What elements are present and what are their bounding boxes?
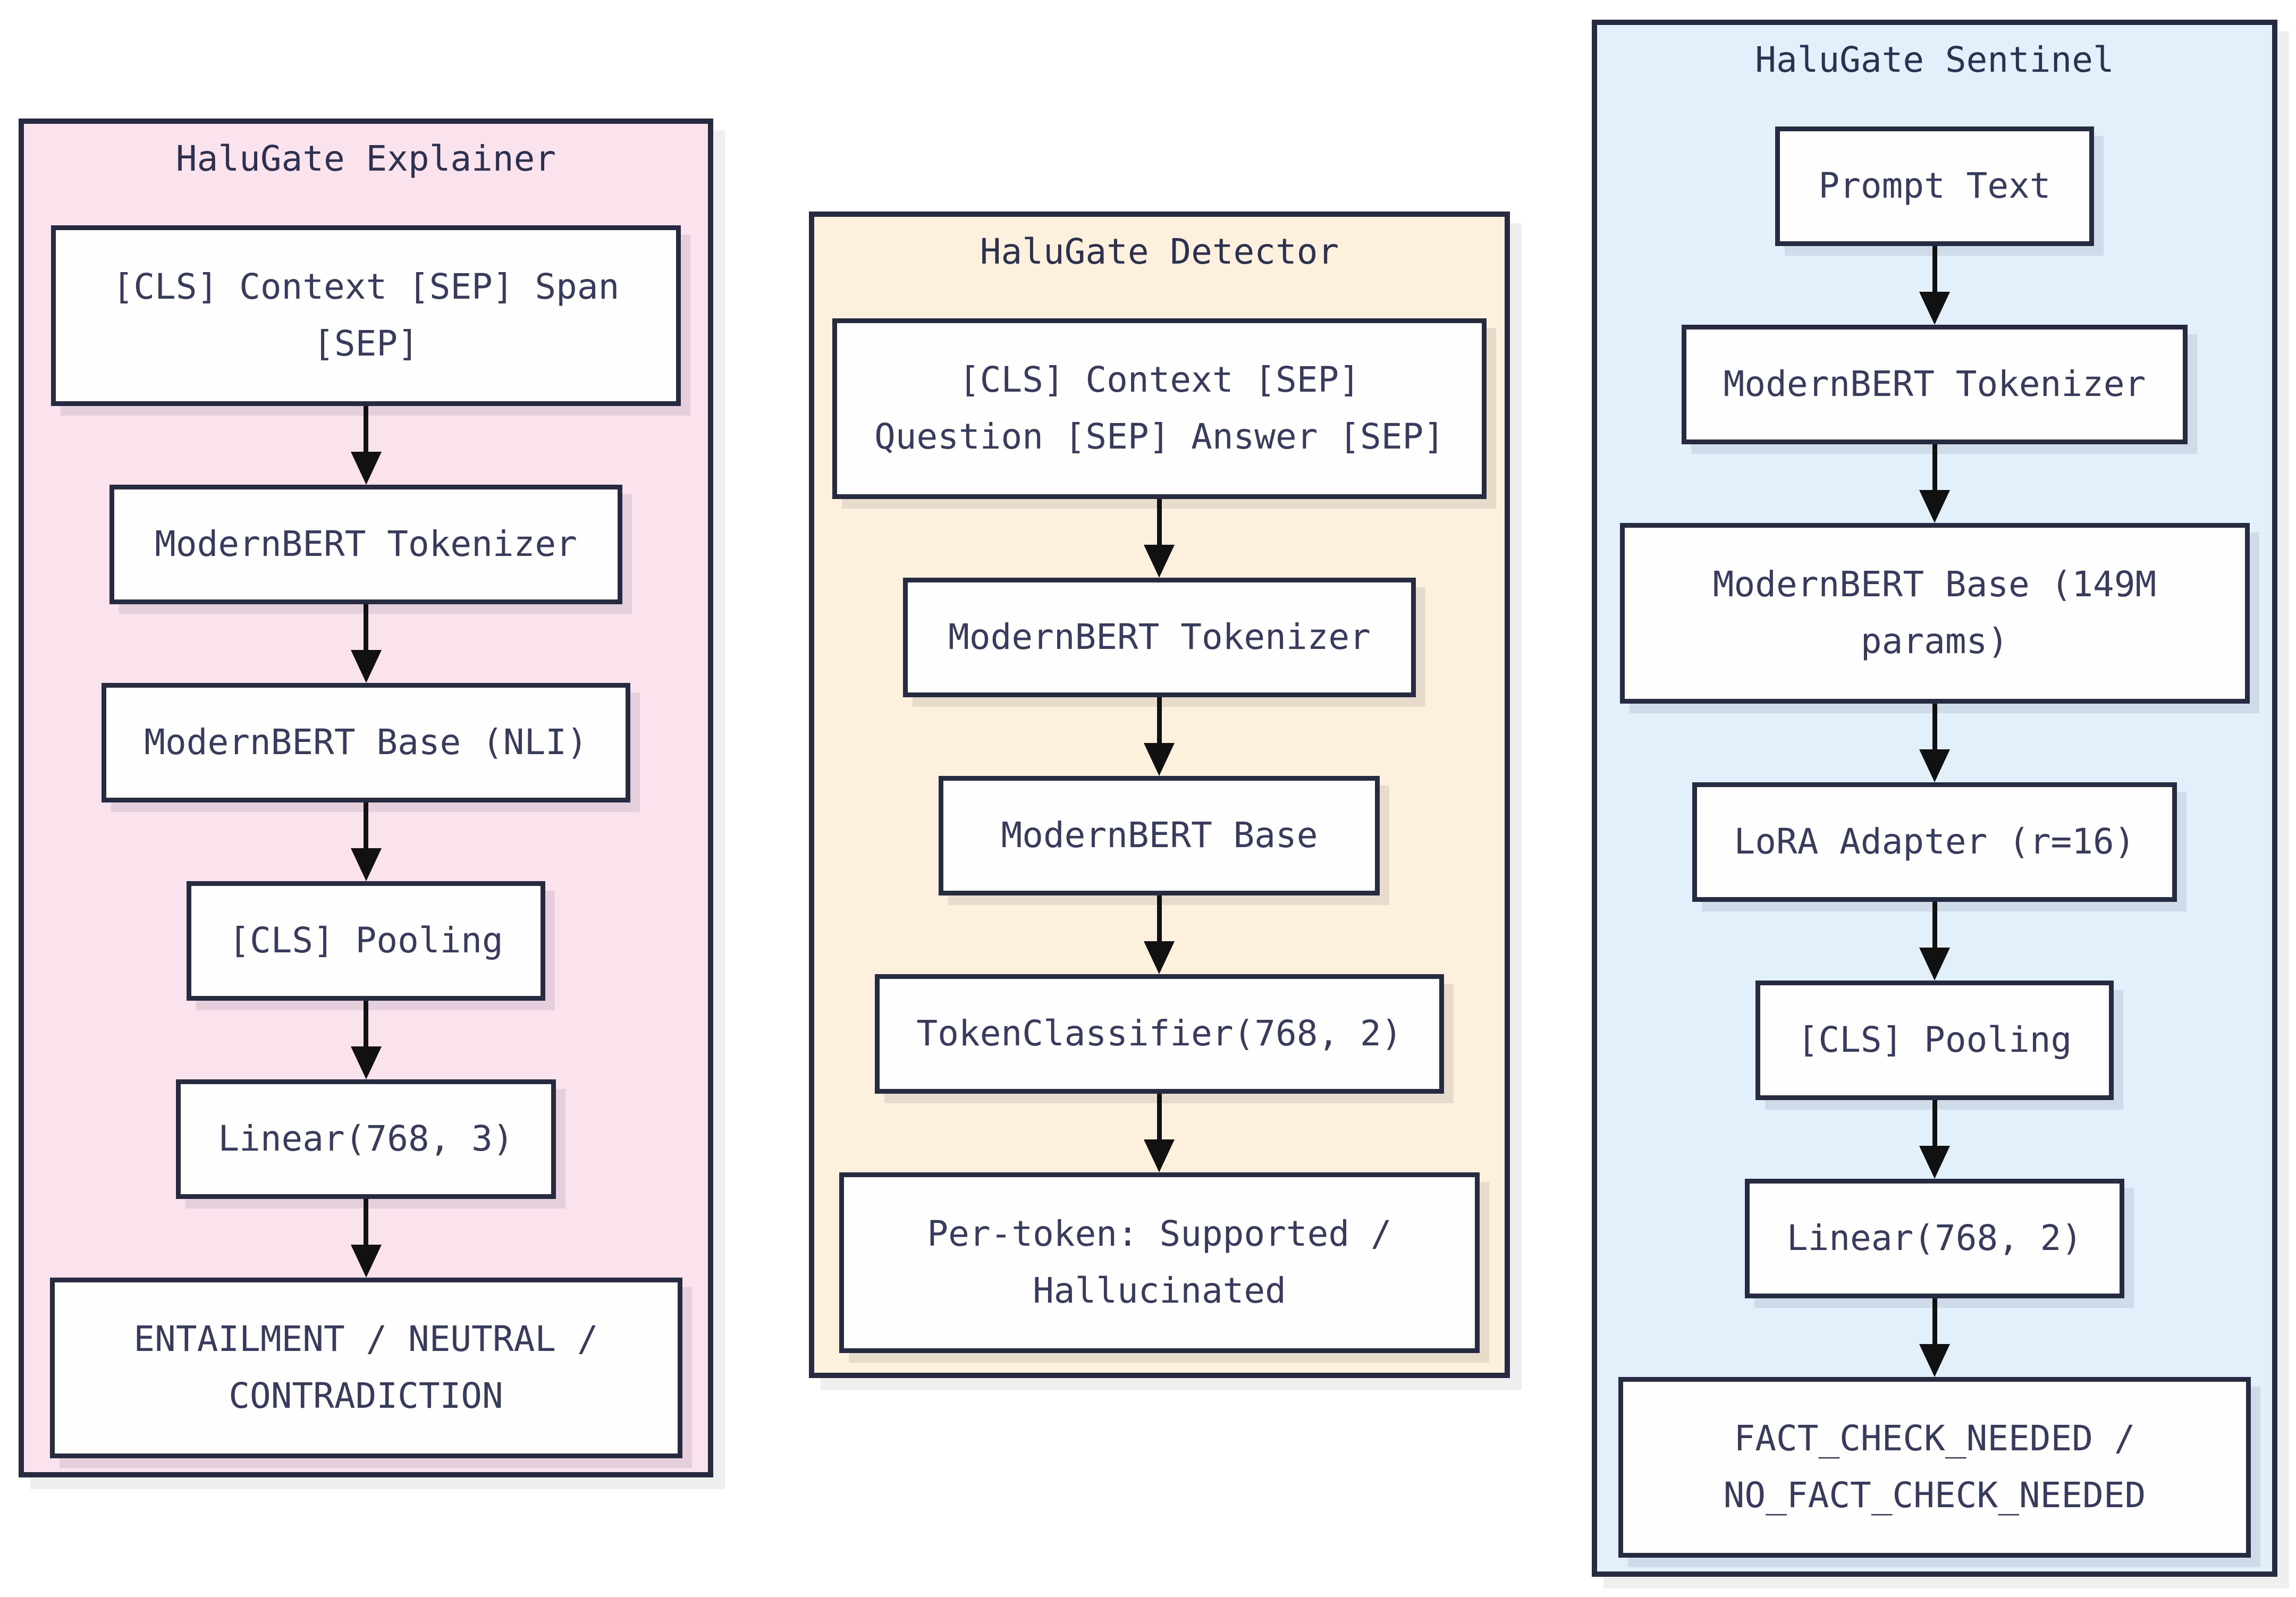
- flow-node-input-cls-context-span: [CLS] Context [SEP] Span [SEP]: [51, 225, 681, 406]
- arrow-stem: [364, 802, 368, 848]
- flow-arrow: [1919, 246, 1950, 325]
- flow-arrow: [1919, 901, 1950, 981]
- flow-node-cls-pooling: [CLS] Pooling: [187, 881, 545, 1001]
- flow-arrow: [350, 1000, 382, 1079]
- flow-node-modernbert-base: ModernBERT Base: [939, 775, 1380, 895]
- flow-arrow: [1144, 697, 1175, 776]
- flow-node-lora-adapter: LoRA Adapter (r=16): [1692, 782, 2177, 902]
- flow-arrow: [1144, 498, 1175, 578]
- flow-sentinel: Prompt Text ModernBERT Tokenizer ModernB…: [1618, 126, 2251, 1558]
- flow-node-modernbert-149m: ModernBERT Base (149M params): [1619, 522, 2250, 704]
- arrow-stem: [364, 604, 368, 650]
- flow-arrow: [1919, 444, 1950, 523]
- arrow-stem: [1157, 895, 1162, 941]
- arrow-head-icon: [350, 848, 382, 881]
- arrow-stem: [1932, 246, 1937, 292]
- arrow-head-icon: [1144, 941, 1175, 974]
- arrow-head-icon: [350, 451, 382, 485]
- group-title-sentinel: HaluGate Sentinel: [1755, 39, 2114, 80]
- arrow-head-icon: [1919, 489, 1950, 523]
- flow-node-tokenizer: ModernBERT Tokenizer: [902, 577, 1416, 697]
- flow-arrow: [350, 405, 382, 485]
- flow-node-tokenizer: ModernBERT Tokenizer: [109, 484, 622, 604]
- group-halugate-explainer: HaluGate Explainer [CLS] Context [SEP] S…: [19, 119, 713, 1477]
- arrow-head-icon: [1919, 291, 1950, 325]
- flow-arrow: [1144, 1093, 1175, 1172]
- flow-node-cls-pooling: [CLS] Pooling: [1755, 980, 2114, 1100]
- flow-arrow: [350, 802, 382, 881]
- group-title-detector: HaluGate Detector: [980, 231, 1339, 272]
- arrow-head-icon: [350, 1046, 382, 1079]
- group-halugate-sentinel: HaluGate Sentinel Prompt Text ModernBERT…: [1592, 20, 2277, 1577]
- flow-node-linear-768-3: Linear(768, 3): [176, 1079, 556, 1199]
- flow-node-linear-768-2: Linear(768, 2): [1744, 1178, 2125, 1298]
- arrow-stem: [1932, 901, 1937, 948]
- flow-detector: [CLS] Context [SEP] Question [SEP] Answe…: [832, 318, 1487, 1353]
- arrow-stem: [1932, 444, 1937, 490]
- arrow-stem: [364, 1000, 368, 1046]
- arrow-head-icon: [1919, 749, 1950, 782]
- flow-node-input-cls-context-qa: [CLS] Context [SEP] Question [SEP] Answe…: [832, 318, 1487, 499]
- arrow-stem: [1157, 498, 1162, 545]
- flow-node-modernbert-nli: ModernBERT Base (NLI): [102, 682, 630, 802]
- arrow-head-icon: [350, 649, 382, 683]
- flow-node-prompt-text: Prompt Text: [1775, 126, 2094, 246]
- flow-arrow: [1919, 1298, 1950, 1377]
- flow-arrow: [1144, 895, 1175, 974]
- flow-node-token-classifier: TokenClassifier(768, 2): [874, 974, 1445, 1094]
- arrow-stem: [1932, 1100, 1937, 1146]
- arrow-head-icon: [1919, 1343, 1950, 1377]
- flow-explainer: [CLS] Context [SEP] Span [SEP] ModernBER…: [49, 225, 682, 1458]
- flow-arrow: [1919, 703, 1950, 782]
- flow-arrow: [350, 1198, 382, 1278]
- arrow-head-icon: [1144, 742, 1175, 776]
- arrow-stem: [1157, 697, 1162, 743]
- flow-node-output-nli-labels: ENTAILMENT / NEUTRAL / CONTRADICTION: [49, 1277, 682, 1458]
- group-title-explainer: HaluGate Explainer: [175, 138, 556, 179]
- flow-node-output-fact-check: FACT_CHECK_NEEDED / NO_FACT_CHECK_NEEDED: [1618, 1376, 2251, 1558]
- arrow-head-icon: [1919, 947, 1950, 981]
- arrow-head-icon: [1144, 544, 1175, 578]
- arrow-stem: [364, 405, 368, 452]
- arrow-stem: [1157, 1093, 1162, 1139]
- arrow-stem: [364, 1198, 368, 1245]
- arrow-head-icon: [350, 1244, 382, 1278]
- flow-arrow: [1919, 1100, 1950, 1179]
- group-halugate-detector: HaluGate Detector [CLS] Context [SEP] Qu…: [809, 212, 1510, 1378]
- flow-node-tokenizer: ModernBERT Tokenizer: [1681, 324, 2188, 444]
- flow-node-output-per-token: Per-token: Supported / Hallucinated: [839, 1172, 1480, 1353]
- arrow-stem: [1932, 1298, 1937, 1344]
- arrow-head-icon: [1144, 1139, 1175, 1172]
- arrow-stem: [1932, 703, 1937, 749]
- flow-arrow: [350, 604, 382, 683]
- arrow-head-icon: [1919, 1145, 1950, 1179]
